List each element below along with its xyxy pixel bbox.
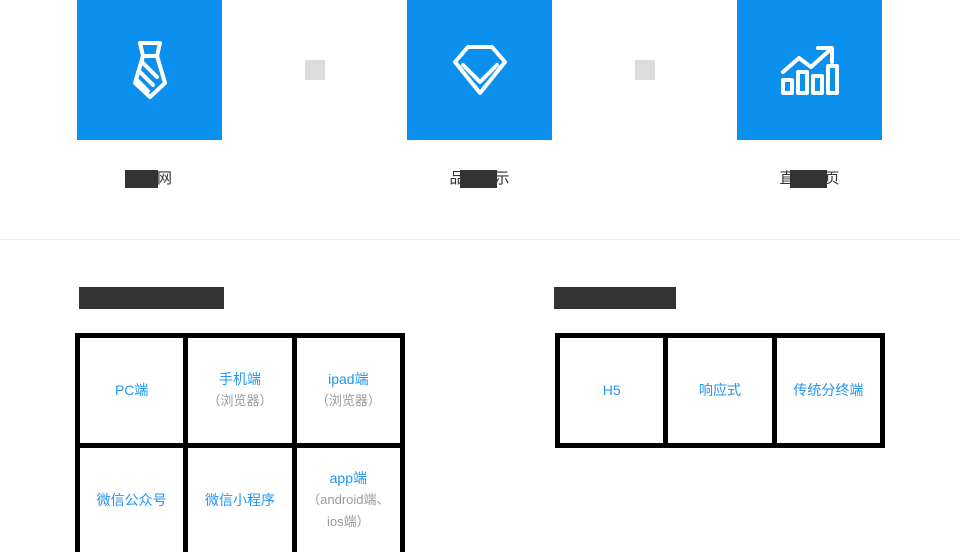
cell-label-main: ipad端	[328, 371, 369, 387]
capability-label-3: 直销网页	[737, 168, 882, 190]
adaptation-cell[interactable]: 传统分终端	[776, 338, 880, 443]
redacted-text: 直销网页	[779, 168, 840, 190]
adaptation-cell[interactable]: H5	[560, 338, 664, 443]
cell-label-main: 传统分终端	[793, 382, 864, 398]
diamond-gem-icon	[449, 41, 511, 99]
adaptation-cell[interactable]: 响应式	[668, 338, 772, 443]
capability-strip: 业务网 品牌展示	[0, 0, 960, 239]
growth-chart-icon	[779, 42, 841, 98]
capability-label-2: 品牌展示	[407, 168, 552, 190]
cell-label-sub: （浏览器）	[315, 393, 381, 408]
section-title-terminals: 终端支持范围	[78, 286, 225, 312]
section-terminals: 终端支持范围 PC端 手机端 （浏览器） ipad端 （浏览器） 微信公众号 微…	[0, 286, 480, 552]
cell-label-main: 响应式	[698, 382, 741, 398]
cell-label-main: 手机端	[218, 371, 261, 387]
terminal-cell[interactable]: app端 （android端、ios端）	[296, 448, 400, 552]
redacted-text: 品牌展示	[449, 168, 510, 190]
separator-square-1	[305, 60, 325, 80]
necktie-icon	[122, 39, 178, 101]
capability-tile-3[interactable]	[737, 0, 882, 140]
cell-label-main: app端	[329, 470, 367, 486]
terminal-cell[interactable]: 微信小程序	[188, 448, 292, 552]
terminal-cell[interactable]: 微信公众号	[80, 448, 184, 552]
capability-tile-2[interactable]	[407, 0, 552, 140]
terminal-cell[interactable]: ipad端 （浏览器）	[296, 338, 400, 443]
section-title-adaptation: 自适应展示	[553, 286, 677, 312]
cell-label-main: H5	[602, 382, 621, 398]
redacted-text: 业务网	[124, 168, 172, 190]
adaptation-grid: H5 响应式 传统分终端	[555, 333, 885, 448]
capability-label-1: 业务网	[77, 168, 222, 190]
cell-label-main: 微信小程序	[204, 492, 275, 508]
terminal-cell[interactable]: 手机端 （浏览器）	[188, 338, 292, 443]
cell-label-main: 微信公众号	[96, 492, 167, 508]
section-divider	[0, 239, 960, 240]
terminal-cell[interactable]: PC端	[80, 338, 184, 443]
cell-label-sub: （浏览器）	[207, 393, 273, 408]
cell-label-sub: （android端、ios端）	[307, 492, 390, 529]
section-adaptation: 自适应展示 H5 响应式 传统分终端	[480, 286, 960, 448]
cell-label-main: PC端	[114, 382, 149, 398]
capability-tile-1[interactable]	[77, 0, 222, 140]
separator-square-2	[635, 60, 655, 80]
terminal-grid: PC端 手机端 （浏览器） ipad端 （浏览器） 微信公众号 微信小程序 ap…	[75, 333, 405, 552]
